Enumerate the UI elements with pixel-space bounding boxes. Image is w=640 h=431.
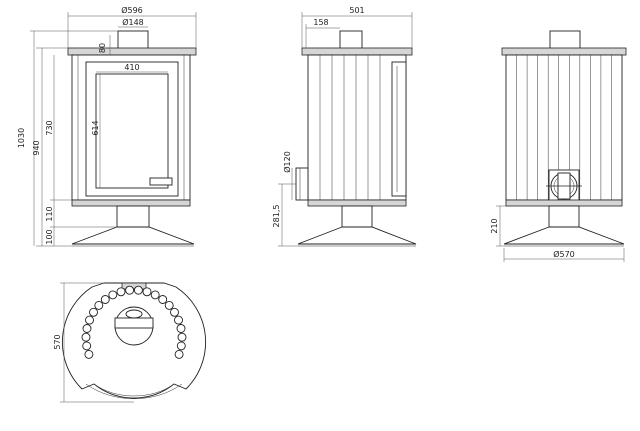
dim-rear-outlet-diameter: Ø120	[282, 151, 292, 173]
side-pedestal	[341, 205, 373, 228]
dim-plan-depth: 570	[53, 334, 62, 349]
dim-total-height: 1030	[17, 128, 26, 148]
dim-rear-outlet-height: 281,5	[272, 205, 281, 228]
air-hole	[177, 332, 187, 342]
dim-base-100: 100	[45, 229, 54, 244]
dim-glass-width: 410	[124, 63, 139, 72]
side-view: 501 158 Ø120 281,5	[272, 6, 417, 247]
air-hole	[84, 349, 94, 359]
air-hole	[176, 324, 186, 333]
air-hole	[174, 315, 183, 325]
air-hole	[82, 341, 92, 351]
air-hole	[174, 349, 184, 359]
back-pedestal	[548, 205, 580, 228]
dim-body-height: 730	[45, 120, 54, 135]
front-bottom-band	[71, 199, 191, 207]
back-view: 210 Ø570	[490, 30, 627, 262]
air-hole	[82, 324, 92, 333]
front-base	[71, 226, 195, 245]
air-hole	[89, 307, 98, 317]
side-flue	[339, 30, 363, 51]
front-glass	[95, 73, 169, 189]
air-hole	[108, 290, 118, 300]
side-rear-outlet	[295, 167, 309, 201]
back-ribs	[516, 55, 612, 200]
dim-base-110: 110	[45, 206, 54, 221]
side-base	[297, 226, 417, 245]
side-ribs	[319, 55, 381, 200]
side-body	[307, 54, 407, 201]
air-hole	[164, 300, 174, 310]
plan-view: 570	[53, 282, 207, 403]
dim-back-base-height: 210	[490, 218, 499, 233]
back-base	[503, 226, 625, 245]
dim-front-width: Ø596	[121, 5, 143, 15]
dim-side-depth: 501	[349, 6, 364, 15]
plan-air-holes	[81, 285, 187, 359]
air-hole	[142, 287, 152, 297]
dim-glass-height: 614	[91, 120, 100, 135]
air-hole	[176, 341, 186, 351]
air-hole	[158, 295, 168, 304]
dim-flue-diameter: Ø148	[122, 17, 144, 27]
back-top-plate	[501, 47, 627, 56]
front-pedestal	[116, 205, 150, 228]
front-door-handle	[149, 177, 173, 186]
air-hole	[94, 300, 104, 310]
dim-top-offset: 80	[98, 43, 107, 53]
side-top-plate	[301, 47, 413, 56]
front-top-plate	[67, 47, 197, 56]
air-hole	[100, 295, 110, 304]
air-hole	[170, 307, 179, 317]
air-hole	[125, 285, 135, 295]
back-flue	[549, 30, 581, 51]
air-hole	[85, 315, 94, 325]
dim-940: 940	[32, 140, 41, 155]
air-hole	[150, 290, 160, 300]
dim-side-flue-offset: 158	[313, 18, 328, 27]
air-hole	[81, 332, 91, 342]
air-hole	[116, 287, 126, 297]
front-view: Ø596 Ø148 80 410 614 1030 940 730 110 10…	[17, 5, 197, 247]
dim-back-base-diameter: Ø570	[553, 249, 575, 259]
front-flue	[117, 30, 149, 51]
air-hole	[133, 285, 143, 295]
